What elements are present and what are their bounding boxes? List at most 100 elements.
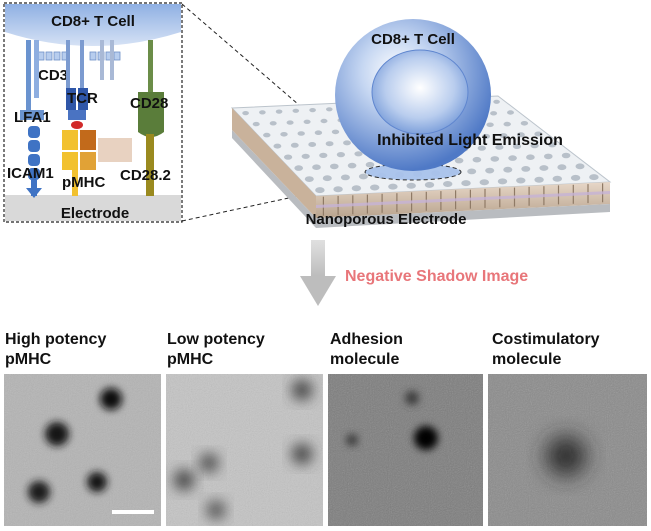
emission-label: Inhibited Light Emission [377, 132, 563, 149]
pore [269, 121, 277, 126]
pore [467, 168, 477, 175]
pore [516, 177, 526, 184]
pore [454, 157, 464, 164]
pore [314, 130, 323, 135]
inset-electrode [5, 195, 181, 221]
t-cell: CD8+ T Cell Inhibited Light Emission [335, 19, 563, 171]
cell-label: CD8+ T Cell [371, 31, 455, 48]
pore [490, 156, 500, 162]
inset-diagram: CD8+ T Cell Electrode CD3 LFA1 ICAM [3, 2, 183, 223]
pore [336, 152, 345, 158]
tcr-glyph [66, 40, 88, 129]
pore [589, 174, 599, 181]
pore [534, 176, 544, 183]
pore [292, 108, 300, 113]
pore [284, 154, 293, 160]
pore [333, 186, 343, 193]
pore [512, 143, 522, 149]
inset-electrode-label: Electrode [61, 205, 129, 222]
cell-nucleus [371, 49, 469, 135]
pore [252, 121, 260, 127]
pore [443, 181, 453, 187]
pore [358, 173, 368, 180]
pore [308, 142, 317, 147]
panel-1-title: High potency pMHC [5, 330, 106, 370]
pore [301, 153, 310, 159]
pore [406, 182, 416, 189]
microscopy-panel-1 [4, 374, 161, 526]
scale-bar [112, 510, 154, 514]
tcr-label: TCR [67, 90, 98, 107]
cd3-label: CD3 [38, 67, 68, 84]
pore [499, 133, 508, 139]
panel-4-title: Costimulatory molecule [492, 330, 600, 370]
pore [424, 181, 435, 188]
pore [275, 109, 283, 114]
pore [242, 111, 249, 116]
electrode-label: Nanoporous Electrode [306, 211, 467, 228]
pmhc-label: pMHC [62, 174, 105, 191]
lfa1-label: LFA1 [14, 109, 51, 126]
pore [304, 176, 314, 183]
cd28-glyph [138, 40, 164, 196]
pore [343, 140, 351, 146]
cd28-label: CD28 [130, 95, 168, 112]
microscopy-panel-2 [166, 374, 323, 526]
panel-4-title-line1: Costimulatory [492, 331, 600, 348]
icam1-glyph [26, 126, 42, 198]
pore [325, 141, 334, 147]
pore [477, 145, 486, 151]
pore [520, 121, 529, 126]
panel-4-title-line2: molecule [492, 351, 562, 368]
pore [303, 119, 311, 125]
pore [539, 165, 549, 171]
electrode-pore-stripes [316, 183, 610, 216]
pore [544, 153, 553, 160]
pore [273, 143, 282, 149]
icam1-label: ICAM1 [7, 165, 54, 182]
pore [388, 183, 398, 190]
pore [534, 131, 543, 137]
panel-3-title-line1: Adhesion [330, 331, 403, 348]
pore [497, 178, 508, 185]
pore [472, 156, 482, 163]
pore [495, 144, 504, 150]
pore [561, 152, 571, 159]
pore [521, 166, 531, 172]
pore [290, 142, 299, 148]
pore [320, 118, 328, 124]
pore [330, 163, 339, 170]
electrode-band [316, 191, 610, 208]
pore [557, 164, 567, 171]
inset-cell-membrane [5, 4, 181, 46]
pore [493, 99, 500, 104]
pore [263, 132, 271, 138]
pore [354, 151, 363, 157]
pore [570, 174, 581, 181]
pore [479, 179, 489, 186]
pore [461, 180, 471, 187]
pore [365, 161, 375, 168]
pore [526, 154, 535, 160]
pore [552, 175, 562, 182]
pore [280, 132, 288, 137]
pore [530, 143, 539, 149]
pore [259, 110, 266, 115]
pore [331, 129, 340, 135]
pore [490, 111, 498, 116]
panel-2-title-line2: pMHC [167, 351, 214, 368]
microscopy-panel-3 [328, 374, 483, 526]
membrane-stalks [100, 40, 114, 80]
pore [326, 107, 333, 112]
pore [315, 187, 325, 194]
pore [286, 120, 294, 125]
pore [508, 155, 517, 161]
pore [507, 110, 514, 115]
pore [503, 166, 513, 173]
pore [351, 185, 362, 192]
panel-1-title-line1: High potency [5, 331, 107, 348]
panel-3-title-line2: molecule [330, 351, 400, 368]
pore [340, 174, 350, 181]
lfa1-glyph [20, 40, 44, 120]
